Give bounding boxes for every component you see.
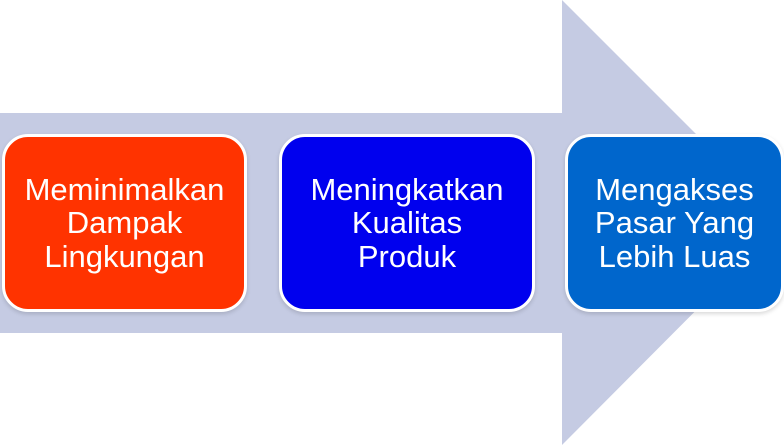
step-label: Meningkatkan Kualitas Produk (310, 171, 504, 274)
step-label: Mengakses Pasar Yang Lebih Luas (594, 171, 755, 274)
step-box-minimize-environmental-impact: Meminimalkan Dampak Lingkungan (2, 134, 247, 312)
step-label: Meminimalkan Dampak Lingkungan (24, 171, 225, 274)
step-box-access-wider-market: Mengakses Pasar Yang Lebih Luas (565, 134, 784, 312)
step-box-improve-product-quality: Meningkatkan Kualitas Produk (279, 134, 535, 312)
